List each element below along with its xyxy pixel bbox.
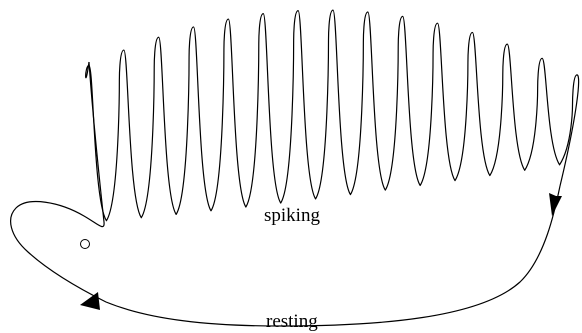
resting-label: resting [266, 311, 318, 332]
eye-icon [80, 239, 90, 249]
spiking-label: spiking [264, 205, 320, 226]
arrow-left-icon [80, 292, 100, 310]
arrow-right-icon [549, 193, 562, 216]
head-outline [10, 61, 561, 327]
spiking-oscillation-curve [85, 9, 580, 222]
